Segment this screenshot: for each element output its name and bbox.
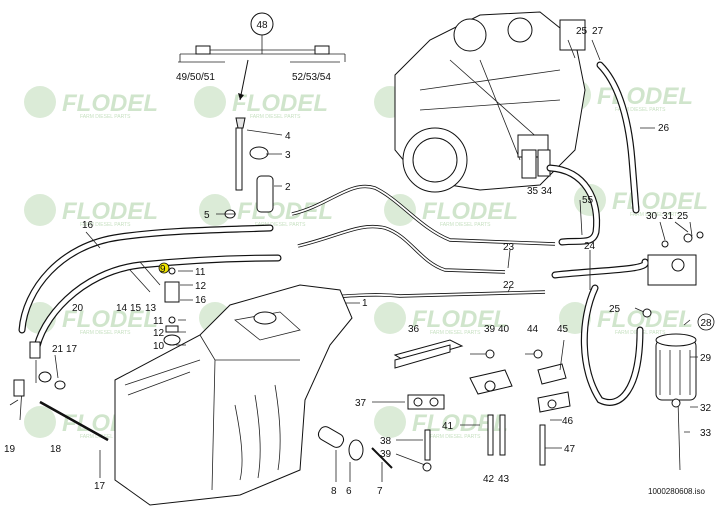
callout-1: 1 (362, 298, 368, 309)
watermark-tagline: FARM DIESEL PARTS (615, 107, 666, 113)
callout-11a: 11 (195, 267, 206, 278)
callout-52: 52/53/54 (292, 72, 331, 83)
callout-8: 8 (331, 486, 337, 497)
callout-41: 41 (442, 421, 454, 432)
callout-4: 4 (285, 131, 291, 142)
watermark-tagline: FARM DIESEL PARTS (255, 222, 306, 228)
watermark-brand: FLODEL (62, 90, 158, 117)
watermark-brand: FLODEL (232, 90, 328, 117)
callout-16a: 16 (82, 220, 94, 231)
small-hardware-left (13, 261, 193, 397)
callout-labels: 48 49/50/51 52/53/54 4 3 2 5 16 9 11 12 … (4, 20, 715, 497)
watermark-tagline: FARM DIESEL PARTS (430, 330, 481, 336)
watermark-brand: FLODEL (62, 198, 158, 225)
callout-25c: 25 (609, 304, 621, 315)
callout-49: 49/50/51 (176, 72, 215, 83)
watermark-gear-icon (24, 86, 56, 118)
callout-40: 40 (498, 324, 510, 335)
watermark-gear-icon (199, 194, 231, 226)
callout-12b: 12 (153, 328, 165, 339)
callout-20: 20 (72, 303, 84, 314)
watermark-brand: FLODEL (422, 198, 518, 225)
callout-23: 23 (503, 242, 515, 253)
drawing-reference: 1000280608.iso (648, 487, 705, 496)
callout-48: 48 (256, 20, 268, 31)
watermark-tagline: FARM DIESEL PARTS (80, 330, 131, 336)
callout-9: 9 (160, 264, 166, 275)
callout-15: 15 (130, 303, 142, 314)
callout-36: 36 (408, 324, 420, 335)
callout-26: 26 (658, 123, 670, 134)
callout-28: 28 (700, 318, 712, 329)
watermark-tagline: FARM DIESEL PARTS (80, 434, 131, 440)
callout-45: 45 (557, 324, 569, 335)
watermark-brand: FLODEL (412, 306, 508, 333)
callout-5: 5 (204, 210, 210, 221)
callout-12a: 12 (195, 281, 207, 292)
fuel-filter (642, 231, 704, 408)
watermark-gear-icon (24, 194, 56, 226)
callout-22: 22 (503, 280, 515, 291)
watermark-tagline: FARM DIESEL PARTS (250, 114, 301, 120)
callout-24: 24 (584, 241, 596, 252)
watermark-tagline: FARM DIESEL PARTS (430, 434, 481, 440)
callout-32: 32 (700, 403, 712, 414)
callout-3: 3 (285, 150, 291, 161)
callout-18: 18 (50, 444, 62, 455)
callout-16b: 16 (195, 295, 207, 306)
engine-assembly (394, 11, 586, 193)
callout-35: 35 (527, 186, 539, 197)
callout-31: 31 (662, 211, 674, 222)
watermark-tagline: FARM DIESEL PARTS (80, 114, 131, 120)
callout-39a: 39 (484, 324, 496, 335)
watermark-gear-icon (194, 86, 226, 118)
watermark-gear-icon (24, 406, 56, 438)
callout-13: 13 (145, 303, 157, 314)
callout-11b: 11 (153, 316, 164, 327)
watermark-brand: FLODEL (612, 188, 708, 215)
callout-34: 34 (541, 186, 553, 197)
callout-2: 2 (285, 182, 291, 193)
wiring-harness (178, 12, 346, 63)
fuel-lines (18, 61, 681, 471)
callout-17a: 17 (66, 344, 78, 355)
callout-33: 33 (700, 428, 712, 439)
leader-lines (9, 39, 698, 478)
callout-29: 29 (700, 353, 712, 364)
callout-44: 44 (527, 324, 539, 335)
watermark-brand: FLODEL (237, 198, 333, 225)
callout-25b: 25 (677, 211, 689, 222)
callout-6: 6 (346, 486, 352, 497)
filler-hardware (216, 59, 283, 219)
callout-38: 38 (380, 436, 392, 447)
callout-47: 47 (564, 444, 576, 455)
watermark-gear-icon (374, 302, 406, 334)
fuel-tank (114, 284, 353, 506)
clamp-hardware (372, 339, 571, 472)
callout-46: 46 (562, 416, 574, 427)
callout-10: 10 (153, 341, 165, 352)
callout-17b: 17 (94, 481, 106, 492)
watermark-tagline: FARM DIESEL PARTS (440, 222, 491, 228)
callout-27: 27 (592, 26, 604, 37)
callout-42: 42 (483, 474, 495, 485)
callout-25a: 25 (576, 26, 588, 37)
callout-43: 43 (498, 474, 510, 485)
watermark-gear-icon (374, 406, 406, 438)
callout-30: 30 (646, 211, 658, 222)
callout-19: 19 (4, 444, 16, 455)
watermark-gear-icon (384, 194, 416, 226)
watermark-tagline: FARM DIESEL PARTS (80, 222, 131, 228)
callout-14: 14 (116, 303, 128, 314)
callout-7: 7 (377, 486, 383, 497)
callout-37: 37 (355, 398, 367, 409)
watermark-brand: FLODEL (62, 306, 158, 333)
callout-55: 55 (582, 195, 594, 206)
callout-39b: 39 (380, 449, 392, 460)
bottom-parts (317, 426, 393, 482)
watermark-tagline: FARM DIESEL PARTS (630, 212, 681, 218)
callout-21: 21 (52, 344, 64, 355)
